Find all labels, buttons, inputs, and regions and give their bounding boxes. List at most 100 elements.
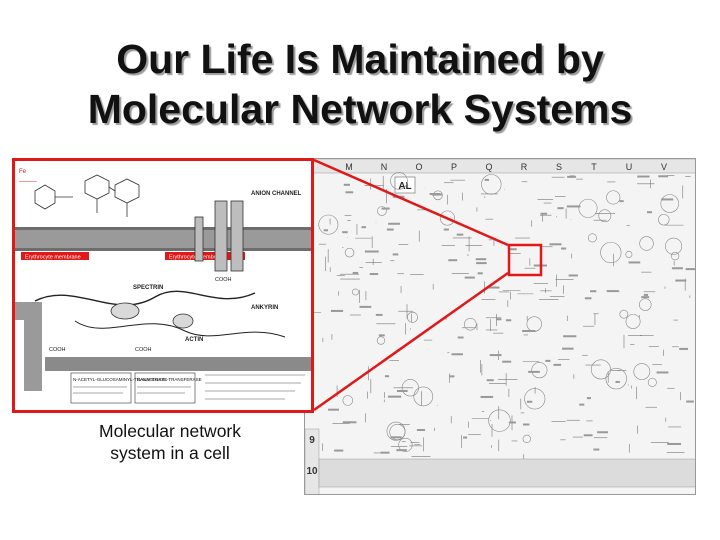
enzyme-label-2: GALACTOSYL-TRANSFERASE: [137, 377, 202, 382]
map-texture-mark: [486, 379, 494, 382]
map-texture-mark: [656, 371, 669, 374]
map-column-letter-s: S: [556, 162, 562, 172]
map-texture-mark: [451, 353, 463, 356]
map-texture-mark: [637, 175, 650, 178]
map-texture-mark: [584, 297, 592, 300]
map-column-letter-p: P: [451, 162, 457, 172]
map-texture-mark: [387, 395, 402, 398]
map-texture-mark: [477, 272, 483, 275]
map-texture-mark: [549, 243, 562, 246]
map-texture-mark: [334, 449, 344, 452]
map-texture-mark: [665, 237, 683, 255]
map-texture-mark: [480, 395, 494, 398]
erythrocyte-membrane-diagram: Fe ——— Erythrocyte membrane Erythrocyte …: [15, 161, 311, 410]
map-texture-mark: [484, 178, 489, 181]
map-texture-mark: [639, 298, 652, 311]
map-texture-mark: [686, 400, 694, 403]
map-texture-mark: [567, 175, 576, 178]
map-texture-mark: [330, 309, 344, 312]
zoom-detail-image: Fe ——— Erythrocyte membrane Erythrocyte …: [12, 158, 314, 413]
map-texture-mark: [600, 241, 622, 264]
map-texture-mark: [369, 273, 379, 276]
map-texture-mark: [390, 436, 402, 439]
svg-text:Fe: Fe: [19, 169, 27, 175]
map-texture-mark: [522, 329, 536, 332]
map-texture-mark: [526, 400, 533, 403]
map-texture-mark: [522, 434, 531, 444]
anion-channel-label: ANION CHANNEL: [251, 191, 302, 197]
map-texture-mark: [590, 290, 597, 293]
map-texture-mark: [375, 313, 383, 316]
map-texture-mark: [671, 267, 683, 270]
metabolic-map-drawing: M N O P Q R S T U V AL 9 10: [305, 159, 695, 494]
map-texture-mark: [328, 408, 339, 411]
map-texture-mark: [557, 207, 564, 210]
spectrin-label: SPECTRIN: [133, 285, 163, 291]
map-texture-mark: [568, 274, 578, 277]
map-texture-mark: [593, 448, 600, 451]
map-texture-mark: [586, 397, 591, 400]
caption-line-1: Molecular network: [99, 421, 241, 441]
slide-title-line-2: Molecular Network Systems: [87, 86, 633, 132]
map-texture-mark: [605, 367, 627, 390]
map-row-number-10: 10: [306, 466, 318, 477]
map-texture-mark: [463, 436, 468, 439]
map-texture-mark: [398, 437, 413, 452]
map-row-number-9: 9: [309, 435, 315, 446]
map-texture-mark: [343, 183, 351, 186]
map-texture-mark: [323, 229, 329, 232]
map-texture-mark: [563, 335, 577, 338]
map-texture-mark: [641, 296, 650, 299]
map-texture-mark: [457, 336, 464, 339]
map-column-letter-n: N: [381, 162, 388, 172]
map-texture-mark: [449, 375, 455, 378]
map-texture-mark: [531, 362, 548, 379]
ankyrin-label: ANKYRIN: [251, 305, 278, 311]
map-texture-mark: [448, 259, 458, 262]
map-texture-mark: [545, 359, 551, 362]
map-texture-mark: [443, 228, 449, 231]
map-texture-mark: [487, 286, 500, 289]
map-texture-mark: [475, 258, 487, 261]
map-texture-mark: [679, 347, 688, 350]
map-column-letter-v: V: [661, 162, 667, 172]
enzyme-label-1: N-ACETYL-GLUCOSAMINYL-TRANSFERASE: [73, 377, 167, 382]
map-texture-mark: [502, 360, 512, 363]
slide-title: Our Life Is Maintained by Molecular Netw…: [0, 34, 720, 134]
map-texture-mark: [658, 175, 669, 178]
map-texture-mark: [646, 211, 653, 214]
map-texture-mark: [643, 293, 649, 296]
image-caption: Molecular network system in a cell: [60, 420, 280, 464]
map-texture-mark: [397, 389, 408, 392]
map-texture-mark: [675, 279, 687, 282]
map-texture-mark: [628, 261, 641, 264]
map-column-letter-m: M: [345, 162, 353, 172]
caption-line-2: system in a cell: [110, 443, 230, 463]
map-texture-mark: [522, 423, 530, 426]
map-column-letter-o: O: [415, 162, 422, 172]
map-texture-mark: [508, 421, 516, 424]
map-texture-mark: [579, 403, 585, 406]
map-texture-mark: [561, 247, 567, 250]
map-texture-mark: [345, 191, 354, 194]
map-texture-mark: [606, 190, 621, 205]
map-column-letter-q: Q: [485, 162, 492, 172]
map-texture-mark: [344, 247, 355, 258]
map-texture-mark: [598, 209, 612, 223]
map-texture-mark: [384, 375, 390, 378]
slide-title-line-1: Our Life Is Maintained by: [116, 36, 604, 82]
map-texture-mark: [606, 290, 619, 293]
map-texture-mark: [615, 380, 620, 383]
map-texture-mark: [380, 451, 390, 454]
map-texture-mark: [625, 250, 633, 258]
map-texture-mark: [392, 195, 405, 198]
map-texture-mark: [667, 442, 682, 445]
map-texture-mark: [633, 363, 651, 380]
map-texture-mark: [496, 318, 502, 321]
actin-label: ACTIN: [185, 337, 203, 343]
map-highlight-box: [507, 243, 543, 277]
map-texture-mark: [396, 449, 407, 452]
cooh-label-3: COOH: [215, 277, 232, 283]
map-texture-mark: [429, 193, 441, 196]
map-texture-mark: [416, 428, 426, 431]
